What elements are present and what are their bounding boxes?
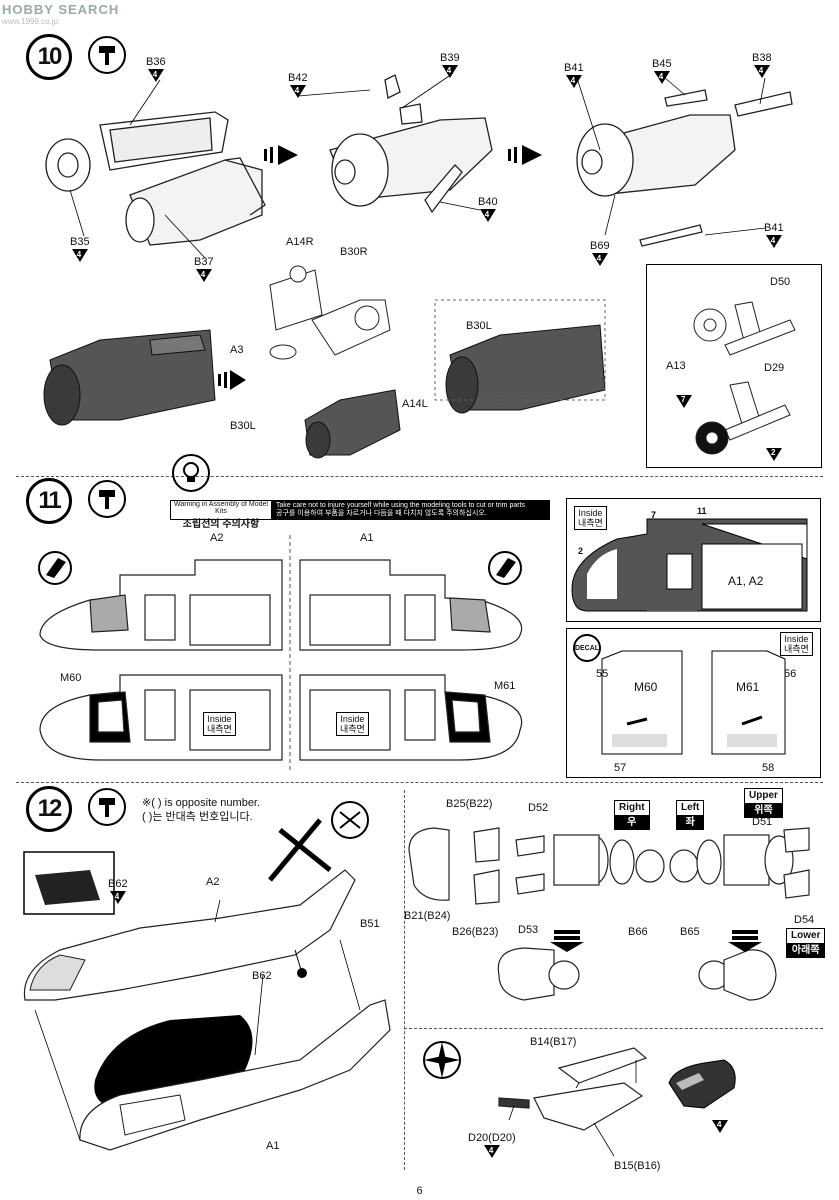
- label-a13: A13: [666, 360, 686, 372]
- engine-intake-diagram: [408, 827, 810, 1001]
- part-d20: D20(D20)4: [468, 1132, 516, 1158]
- step-10-diagram: [43, 73, 796, 459]
- assembly-warning-bar: Warning in Assembly of Model Kits 조립전의 주의…: [170, 500, 550, 530]
- label-m61: M61: [494, 680, 516, 692]
- label-d52: D52: [528, 802, 549, 814]
- note-ko: ( )는 반대측 번호입니다.: [142, 811, 253, 823]
- label-a1: A1: [360, 532, 374, 544]
- label-b66: B66: [628, 926, 648, 938]
- label-a1-a2: A1, A2: [728, 574, 764, 588]
- step-12-sub-divider: [404, 1028, 823, 1029]
- step-divider-10-11: [16, 476, 823, 477]
- paint-ref-11-interior: 11: [697, 506, 707, 516]
- label-d50: D50: [770, 276, 791, 288]
- step-12-number: 12: [26, 786, 72, 832]
- label-b14: B14(B17): [530, 1036, 577, 1048]
- watermark-url: www.1999.co.jp: [2, 17, 59, 26]
- label-b65: B65: [680, 926, 700, 938]
- tail-fin-diagram: [423, 1041, 736, 1157]
- label-m60-decal: M60: [634, 680, 658, 694]
- label-b15: B15(B16): [614, 1160, 661, 1172]
- label-a14l: A14L: [402, 398, 428, 410]
- warning-text-en: Take care not to injure yourself while u…: [276, 502, 526, 509]
- label-b30l: B30L: [230, 420, 256, 432]
- step-12-fuselage-diagram: [23, 801, 391, 1151]
- label-b51: B51: [360, 918, 380, 930]
- page-number: 6: [416, 1185, 423, 1197]
- label-b62: B62: [252, 970, 272, 982]
- label-b25: B25(B22): [446, 798, 493, 810]
- paint-ref-4-marker: [712, 1120, 728, 1133]
- paint-ref-7-marker: [676, 395, 692, 408]
- decal-55: 55: [596, 668, 609, 680]
- cement-hammer-icon: [88, 788, 126, 826]
- decal-58: 58: [762, 762, 775, 774]
- paint-ref-4: 4: [717, 1120, 722, 1129]
- paint-ref-7: 7: [681, 395, 686, 404]
- opposite-number-note: ※( ) is opposite number. ( )는 반대측 번호입니다.: [142, 796, 260, 824]
- label-b21: B21(B24): [404, 910, 451, 922]
- label-b30l-assembled: B30L: [466, 320, 492, 332]
- step-divider-11-12: [16, 782, 823, 783]
- decal-57: 57: [614, 762, 627, 774]
- decal-badge: DECAL: [573, 634, 601, 662]
- step-11-diagram: [38, 535, 523, 770]
- label-d29: D29: [764, 362, 785, 374]
- label-a3: A3: [230, 344, 244, 356]
- label-a2-fuselage: A2: [206, 876, 220, 888]
- interior-paint-box: [566, 498, 821, 622]
- decal-box: [566, 628, 821, 778]
- paint-ref-7-interior: 7: [651, 510, 657, 520]
- paint-ref-2-interior: 2: [578, 546, 584, 556]
- label-a2: A2: [210, 532, 224, 544]
- warning-title-ko: 조립전의 주의사항: [182, 519, 260, 530]
- landing-gear-inset: [646, 264, 822, 468]
- label-m60: M60: [60, 672, 82, 684]
- cement-hammer-icon: [88, 480, 126, 518]
- label-b26: B26(B23): [452, 926, 499, 938]
- paint-ref-2: 2: [771, 448, 776, 457]
- warning-text-ko: 공구를 이용하여 부품을 자르거나 다듬을 때 다치지 않도록 주의하십시오.: [276, 510, 487, 517]
- label-d53: D53: [518, 924, 539, 936]
- label-b30r: B30R: [340, 246, 368, 258]
- label-a1-fuselage: A1: [266, 1140, 280, 1152]
- hobby-search-watermark: HOBBY SEARCH www.1999.co.jp: [2, 2, 119, 26]
- step-12-divider: [404, 790, 405, 1170]
- label-d51: D51: [752, 816, 773, 828]
- label-a14r: A14R: [286, 236, 314, 248]
- note-en: ※( ) is opposite number.: [142, 797, 261, 809]
- decal-56: 56: [784, 668, 797, 680]
- lightbulb-warning-icon: [172, 454, 210, 492]
- watermark-brand: HOBBY SEARCH: [2, 2, 120, 17]
- step-10-number: 10: [26, 34, 72, 80]
- step-11-number: 11: [26, 478, 72, 524]
- label-m61-decal: M61: [736, 680, 760, 694]
- label-d54: D54: [794, 914, 815, 926]
- cement-hammer-icon: [88, 36, 126, 74]
- paint-ref-2-marker: [766, 448, 782, 461]
- warning-title-en: Warning in Assembly of Model Kits: [174, 501, 268, 515]
